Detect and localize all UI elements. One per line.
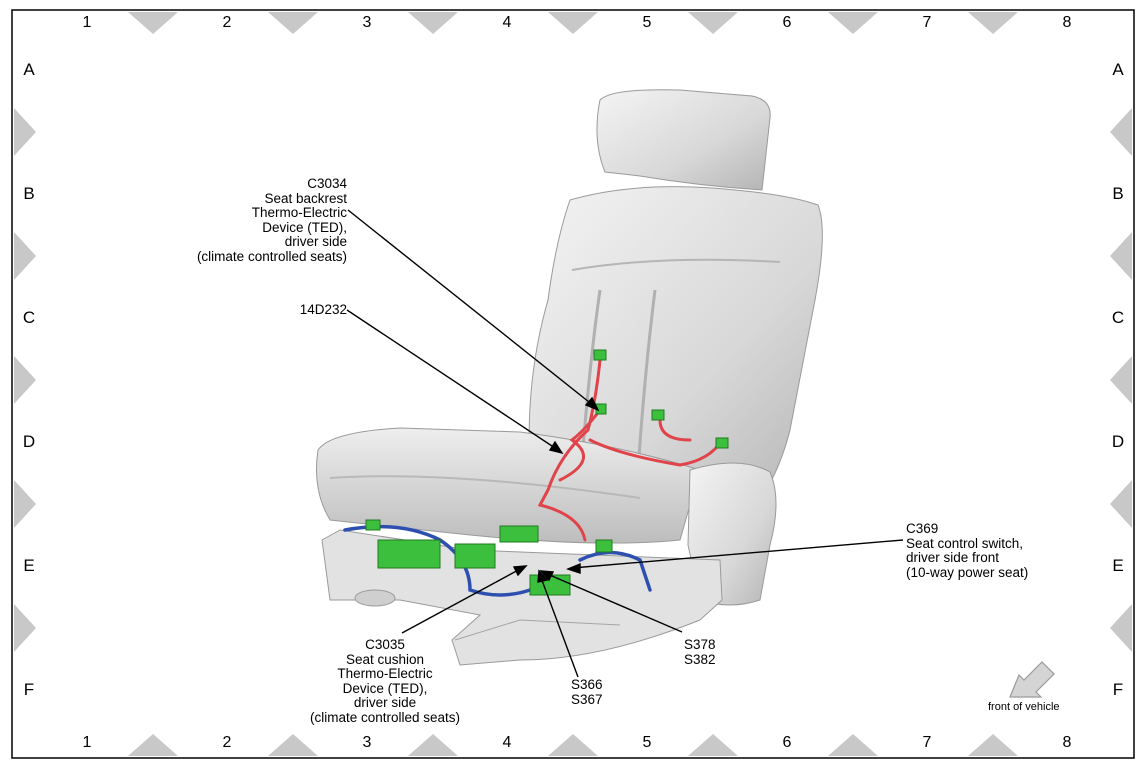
callout-line: (climate controlled seats) xyxy=(309,709,461,725)
leader-lines xyxy=(346,209,904,678)
grid-row-label-right: D xyxy=(1111,432,1125,451)
callout-line: Seat backrest xyxy=(264,190,347,206)
grid-row-label-right: B xyxy=(1112,184,1124,203)
grid-column-label-bottom: 6 xyxy=(782,734,792,751)
grid-row-label-right: E xyxy=(1112,556,1124,575)
grid-row-label: C xyxy=(22,308,36,327)
seat-illustration xyxy=(316,89,823,666)
grid-column-label: 4 xyxy=(502,14,512,31)
grid-row-label: E xyxy=(23,556,35,575)
callout-line: C3035 xyxy=(365,637,405,652)
callout-line: C3034 xyxy=(307,176,347,191)
grid-column-label-bottom: 7 xyxy=(922,734,932,751)
callout-line: Thermo-Electric xyxy=(251,205,347,220)
grid-column-label-bottom: 4 xyxy=(502,734,512,751)
grid-row-label-right: F xyxy=(1112,680,1124,699)
callout-line: driver side xyxy=(353,695,417,710)
callout-line: Seat control switch, xyxy=(906,535,1024,551)
grid-column-label: 1 xyxy=(82,14,92,31)
callout-line: C369 xyxy=(906,521,939,536)
grid-row-label-right: A xyxy=(1112,60,1124,79)
callout-c369: C369 Seat control switch, driver side fr… xyxy=(906,521,1029,580)
grid-row-label: A xyxy=(23,60,35,79)
grid-row-label: B xyxy=(23,184,35,203)
callout-line: 14D232 xyxy=(299,302,347,317)
callout-line: (10-way power seat) xyxy=(906,564,1029,580)
grid-column-label: 5 xyxy=(642,14,652,31)
grid-row-label: D xyxy=(22,432,36,451)
callout-line: Thermo-Electric xyxy=(337,666,433,681)
grid-column-label-bottom: 1 xyxy=(82,734,92,751)
grid-column-label: 6 xyxy=(782,14,792,31)
callout-line: S382 xyxy=(684,651,716,667)
headrest xyxy=(596,89,771,191)
callout-s378-s382: S378 S382 xyxy=(684,637,716,667)
callout-c3035: C3035 Seat cushion Thermo-Electric Devic… xyxy=(280,637,490,725)
callout-line: Seat cushion xyxy=(345,651,425,667)
callout-14d232: 14D232 xyxy=(299,302,347,318)
callout-line: S378 xyxy=(684,637,716,652)
grid-column-label-bottom: 2 xyxy=(222,734,232,751)
callout-line: Device (TED), xyxy=(262,219,347,235)
callout-line: S367 xyxy=(571,691,603,707)
callout-line: Device (TED), xyxy=(342,680,428,696)
callout-line: driver side xyxy=(284,234,347,249)
grid-column-label: 8 xyxy=(1062,14,1072,31)
connectors xyxy=(365,349,729,596)
grid-row-label: F xyxy=(23,680,35,699)
callout-line: (climate controlled seats) xyxy=(196,248,347,264)
callout-c3034: C3034 Seat backrest Thermo-Electric Devi… xyxy=(196,176,347,264)
grid-column-label-bottom: 5 xyxy=(642,734,652,751)
grid-column-label-bottom: 8 xyxy=(1062,734,1072,751)
grid-column-label: 2 xyxy=(222,14,232,31)
grid-column-label: 3 xyxy=(362,14,372,31)
harness-red xyxy=(537,358,724,542)
grid-ticks xyxy=(14,12,1132,756)
callout-line: driver side front xyxy=(906,550,1000,565)
grid-column-label: 7 xyxy=(922,14,932,31)
grid-column-label-bottom: 3 xyxy=(362,734,372,751)
front-of-vehicle-label: front of vehicle xyxy=(988,701,1060,713)
callout-s366-s367: S366 S367 xyxy=(571,677,603,707)
callout-line: S366 xyxy=(571,677,603,692)
front-of-vehicle-arrow xyxy=(1009,661,1055,698)
grid-row-label-right: C xyxy=(1111,308,1125,327)
